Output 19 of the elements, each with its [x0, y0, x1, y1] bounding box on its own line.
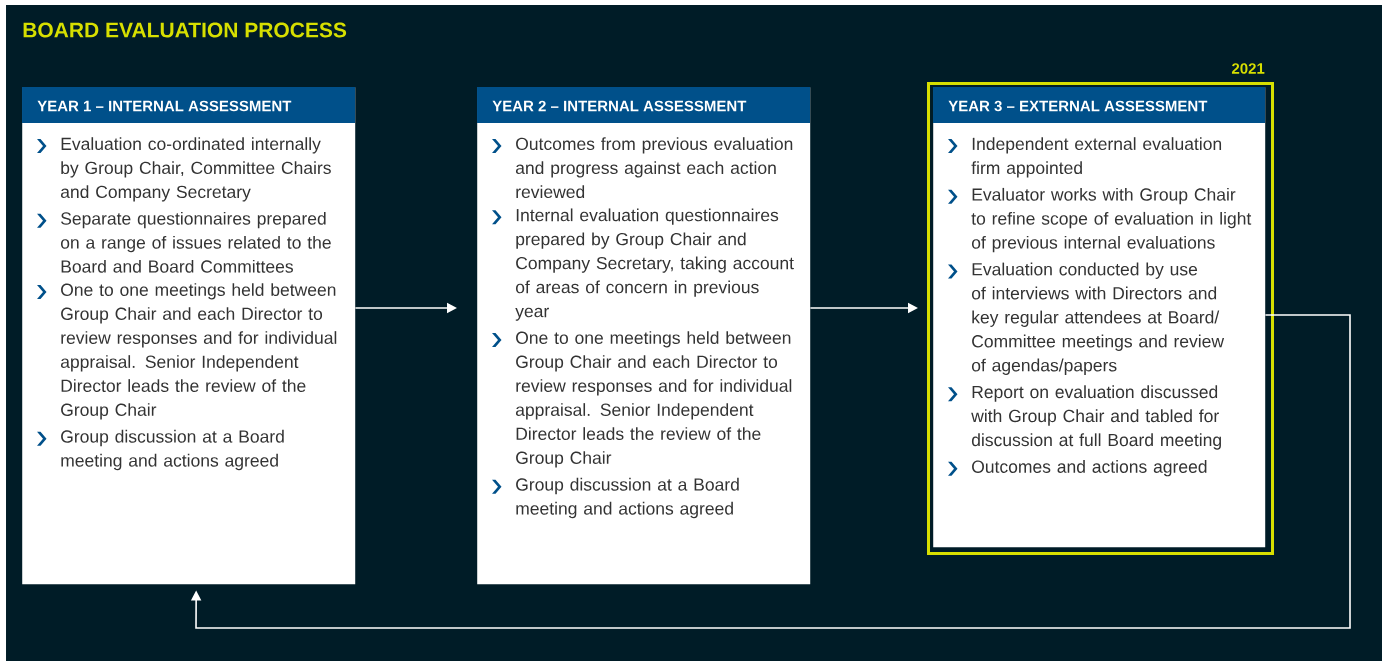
bullet-item: Evaluator works with Group Chair to refine scope of evaluation in light of previous internal evaluations	[948, 187, 1252, 253]
year-label: 2021	[1231, 63, 1265, 74]
arrow	[190, 314, 1351, 629]
title: BOARD EVALUATION PROCESS	[23, 22, 347, 38]
bullet-item: Group discussion at a Board meeting and actions agreed	[492, 477, 739, 519]
bullet-item: Evaluation co-ordinated internally by Group Chair, Committee Chairs and Company Secretary	[37, 137, 331, 202]
card-header: YEAR 1 – INTERNAL ASSESSMENT	[22, 87, 355, 123]
bullet-item: One to one meetings held between Group Chair and each Director to review responses and for individual appraisal. Senior Independent Director leads the review of the Group Chair	[492, 331, 792, 468]
card-header: YEAR 2 – INTERNAL ASSESSMENT	[477, 87, 810, 123]
bullet-item: Report on evaluation discussed with Group Chair and tabled for discussion at full Board meeting	[948, 385, 1221, 450]
bullet-item: Independent external evaluation firm appointed	[948, 137, 1222, 178]
bullet-item: Outcomes and actions agreed	[948, 460, 1207, 477]
bullet-item: Separate questionnaires prepared on a range of issues related to the Board and Board Committees	[37, 211, 331, 273]
bullet-item: Outcomes from previous evaluation and progress against each action reviewed	[492, 137, 793, 199]
bullet-item: Group discussion at a Board meeting and actions agreed	[37, 429, 284, 471]
card-header: YEAR 3 – EXTERNAL ASSESSMENT	[933, 87, 1265, 123]
bullet-item: Internal evaluation questionnaires prepared by Group Chair and Company Secretary, taking account of areas of concern in previous year	[492, 208, 794, 321]
bullet-item: Evaluation conducted by use of interviews with Directors and key regular attendees at Board/ Committee meetings and review of agendas/papers	[948, 262, 1225, 375]
bullet-item: One to one meetings held between Group Chair and each Director to review responses and for individual appraisal. Senior Independent Director leads the review of the Group Chair	[37, 283, 337, 420]
